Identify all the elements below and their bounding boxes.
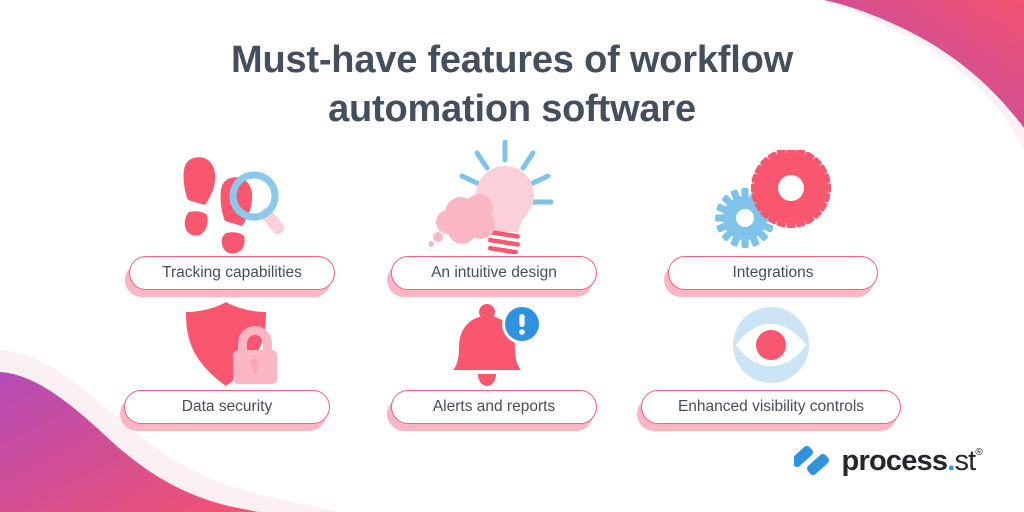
lightbulb-idea-icon <box>366 140 622 254</box>
logo-word-process: process <box>841 444 948 477</box>
feature-pill-label: Enhanced visibility controls <box>677 398 865 416</box>
footprints-magnifier-icon <box>96 150 368 254</box>
feature-pill-label: An intuitive design <box>431 264 557 282</box>
logo-wordmark: process . st ® <box>841 444 983 478</box>
page-title: Must-have features of workflow automatio… <box>0 36 1024 134</box>
feature-card-alerts-and-reports: Alerts and reports <box>366 302 622 424</box>
logo-word-dot: . <box>947 444 955 477</box>
feature-pill-integrations[interactable]: Integrations <box>668 256 878 290</box>
feature-card-tracking-capabilities: Tracking capabilities <box>96 150 368 290</box>
process-st-logo[interactable]: process . st ® <box>793 444 983 478</box>
feature-card-integrations: Integrations <box>640 150 906 290</box>
logo-word-st: st <box>954 444 976 477</box>
feature-pill-label: Alerts and reports <box>432 398 556 416</box>
feature-card-an-intuitive-design: An intuitive design <box>366 140 622 290</box>
feature-pill-label: Integrations <box>732 264 814 282</box>
feature-pill-data-security[interactable]: Data security <box>124 390 330 424</box>
feature-pill-label: Tracking capabilities <box>162 264 302 282</box>
feature-pill-an-intuitive-design[interactable]: An intuitive design <box>391 256 597 290</box>
eye-visibility-icon <box>638 302 904 388</box>
page-title-line-2: automation software <box>328 88 696 130</box>
shield-lock-icon <box>96 302 358 388</box>
feature-pill-label: Data security <box>181 398 273 416</box>
feature-pill-alerts-and-reports[interactable]: Alerts and reports <box>391 390 597 424</box>
feature-pill-enhanced-visibility-controls[interactable]: Enhanced visibility controls <box>641 390 901 424</box>
gears-icon <box>640 150 906 254</box>
registered-trademark-icon: ® <box>975 446 982 458</box>
page-title-line-1: Must-have features of workflow <box>231 39 793 81</box>
bell-alert-icon <box>366 302 622 388</box>
feature-pill-tracking-capabilities[interactable]: Tracking capabilities <box>129 256 335 290</box>
process-st-logo-mark <box>793 446 829 475</box>
feature-card-enhanced-visibility-controls: Enhanced visibility controls <box>638 302 904 424</box>
feature-card-data-security: Data security <box>96 302 358 424</box>
